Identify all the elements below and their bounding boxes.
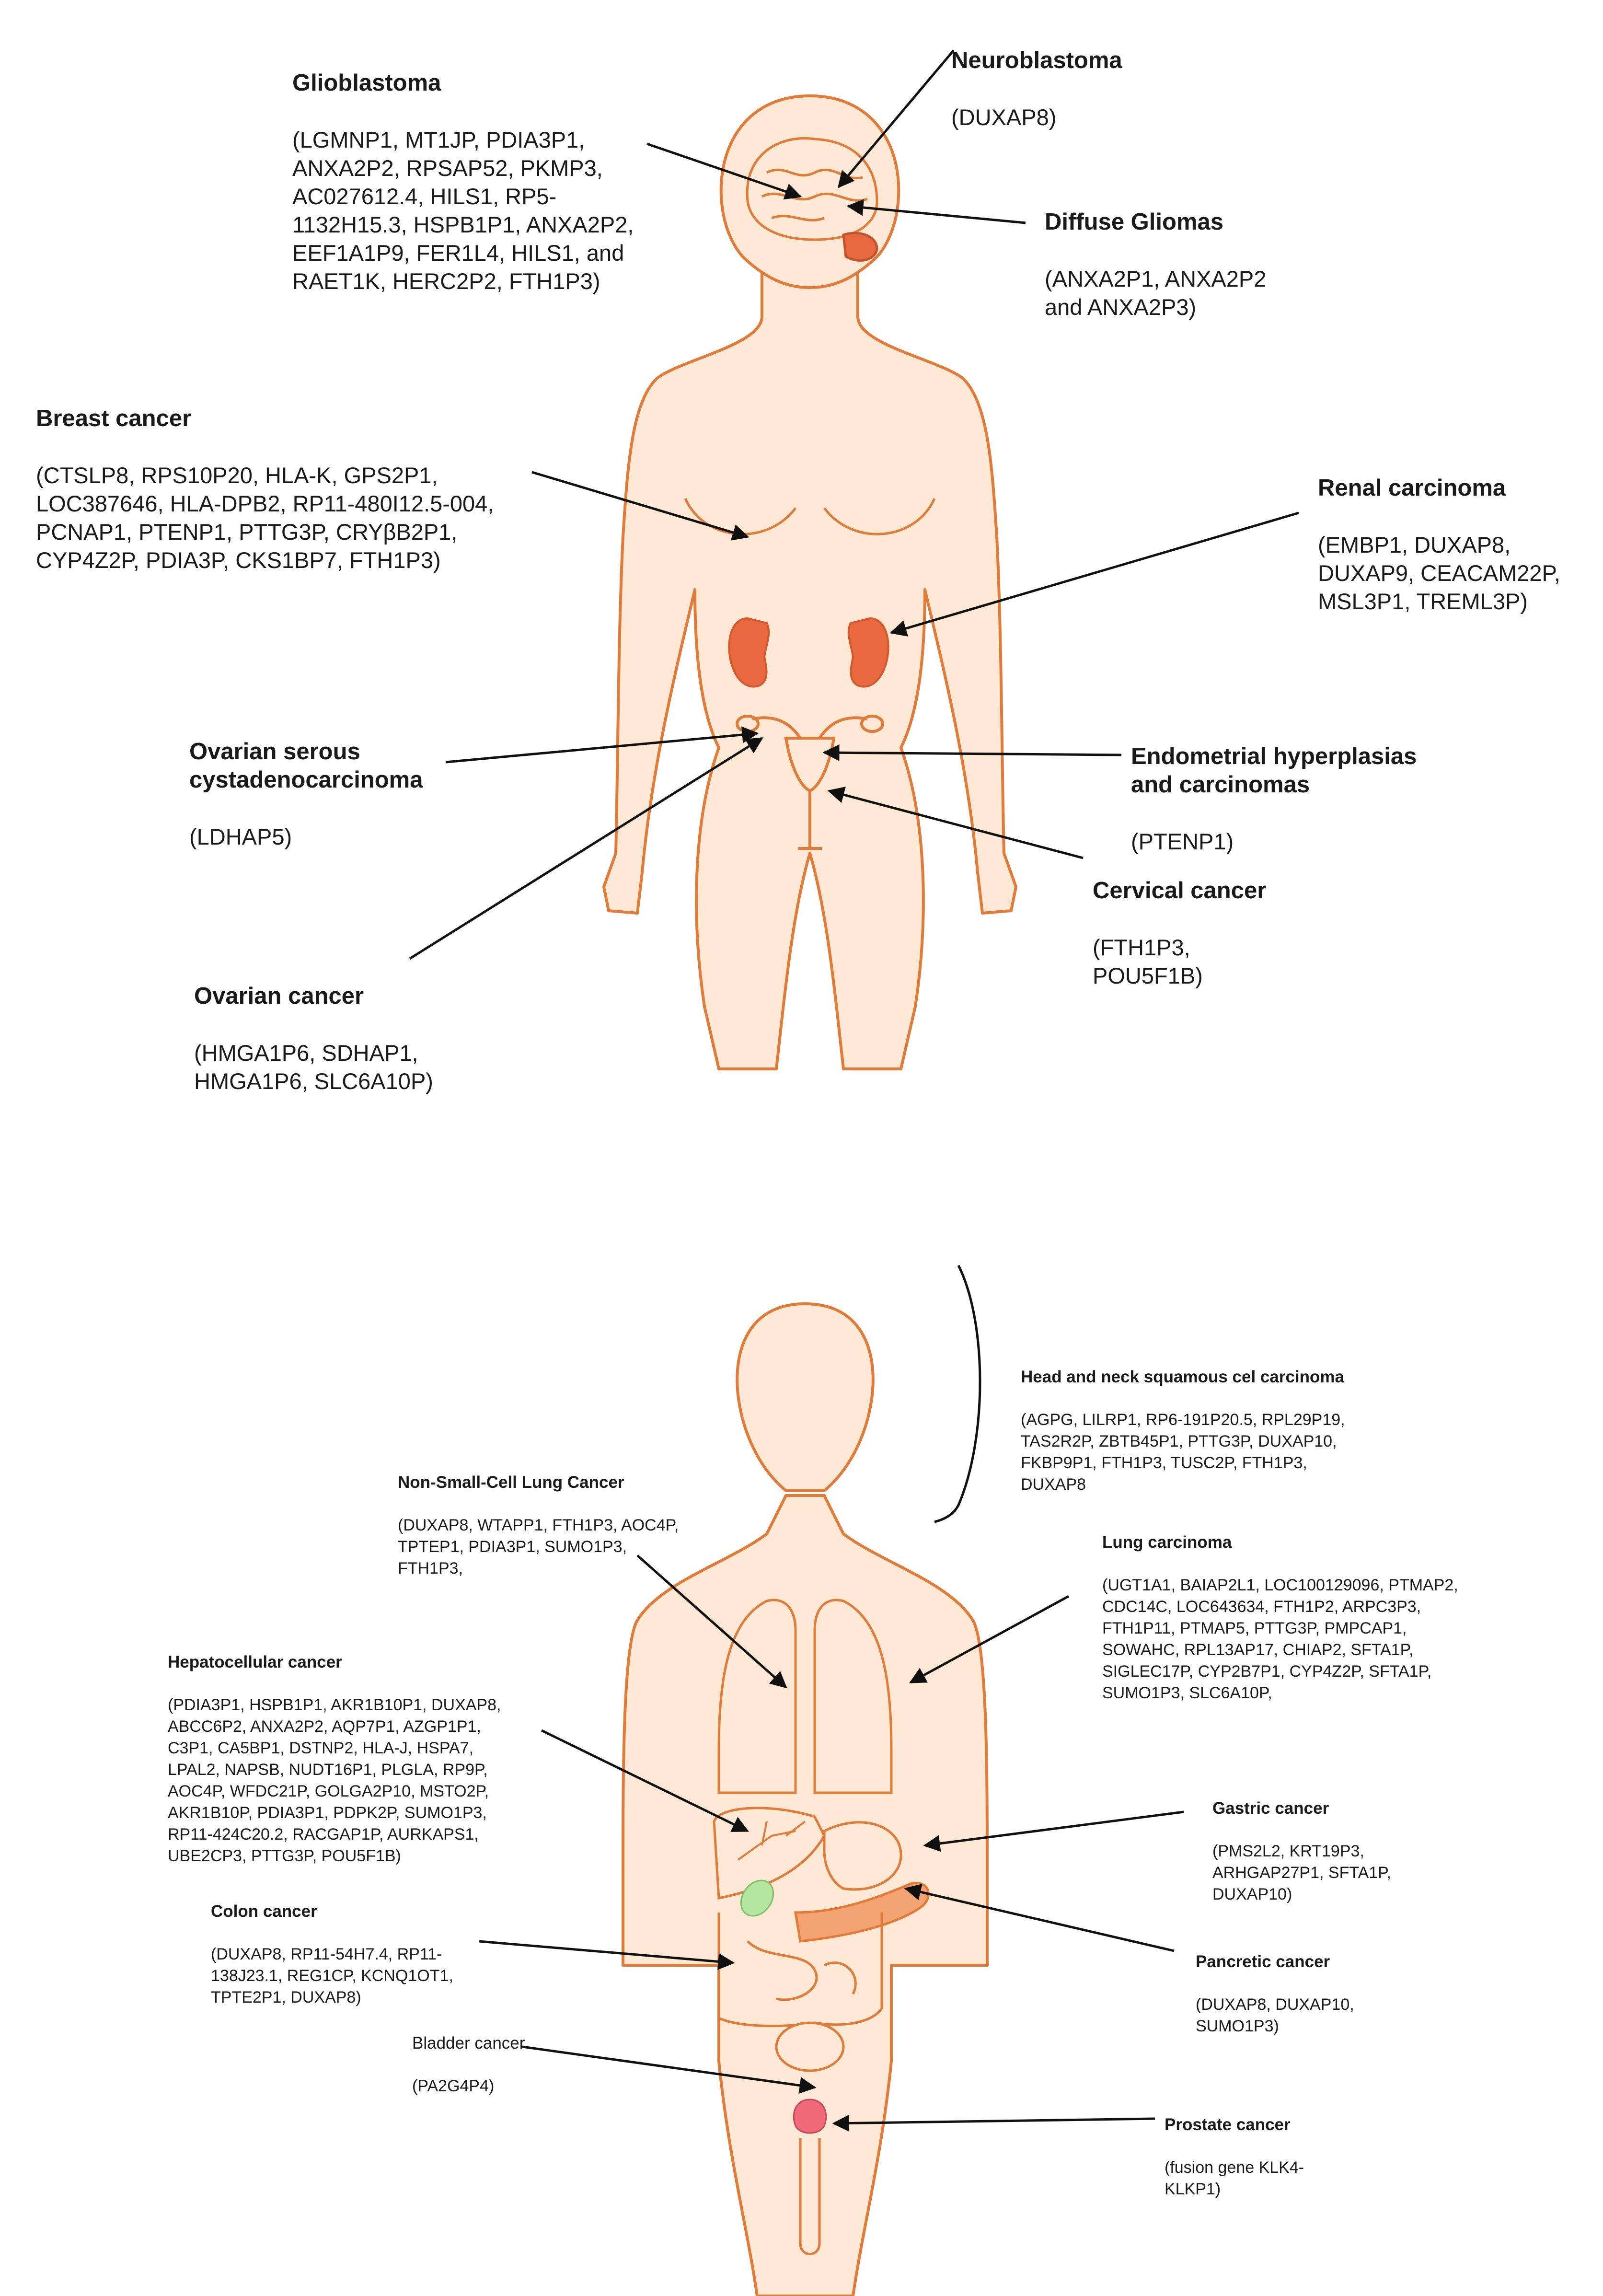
nsclc-genes: (DUXAP8, WTAPP1, FTH1P3, AOC4P, TPTEP1, … <box>398 1516 679 1577</box>
bladder-title: Bladder cancer <box>412 2034 525 2052</box>
arrow-breast-cancer <box>531 471 750 541</box>
breast-cancer-genes: (CTSLP8, RPS10P20, HLA-K, GPS2P1, LOC387… <box>36 463 494 573</box>
label-glioblastoma: Glioblastoma (LGMNP1, MT1JP, PDIA3P1, AN… <box>292 41 634 324</box>
endometrial-title: Endometrial hyperplasias and carcinomas <box>1131 743 1417 798</box>
male-bladder <box>775 2021 845 2072</box>
male-gallbladder <box>740 1879 774 1917</box>
cervical-cancer-genes: (FTH1P3, POU5F1B) <box>1093 935 1203 988</box>
cervical-cancer-title: Cervical cancer <box>1093 878 1267 904</box>
arrow-prostate <box>832 2115 1155 2132</box>
bladder-genes: (PA2G4P4) <box>412 2077 495 2095</box>
label-gastric: Gastric cancer (PMS2L2, KRT19P3, ARHGAP2… <box>1212 1776 1391 1927</box>
glioblastoma-genes: (LGMNP1, MT1JP, PDIA3P1, ANXA2P2, RPSAP5… <box>292 127 634 294</box>
arrow-hepatocellular <box>541 1729 750 1832</box>
arrow-colon <box>479 1940 735 1970</box>
arrow-endometrial <box>822 744 1122 761</box>
label-ovarian-serous: Ovarian serous cystadenocarcinoma (LDHAP… <box>189 709 423 879</box>
label-diffuse-gliomas: Diffuse Gliomas (ANXA2P1, ANXA2P2 and AN… <box>1045 180 1266 349</box>
nsclc-title: Non-Small-Cell Lung Cancer <box>398 1473 624 1492</box>
pancreatic-title: Pancretic cancer <box>1196 1952 1330 1971</box>
male-head-outline <box>736 1302 875 1492</box>
label-lung-carcinoma: Lung carcinoma (UGT1A1, BAIAP2L1, LOC100… <box>1102 1510 1458 1726</box>
head-neck-genes: (AGPG, LILRP1, RP6-191P20.5, RPL29P19, T… <box>1021 1411 1345 1494</box>
neuroblastoma-title: Neuroblastoma <box>951 47 1122 73</box>
liver-vessels <box>737 1821 806 1861</box>
colon-title: Colon cancer <box>211 1902 317 1921</box>
male-left-lung <box>717 1599 797 1794</box>
female-figure <box>602 94 1017 1070</box>
pointer-arrows <box>409 49 1299 2132</box>
male-prostate <box>793 2099 827 2134</box>
ovarian-serous-genes: (LDHAP5) <box>189 824 292 849</box>
diffuse-gliomas-title: Diffuse Gliomas <box>1045 209 1224 235</box>
renal-carcinoma-genes: (EMBP1, DUXAP8, DUXAP9, CEACAM22P, MSL3P… <box>1318 532 1560 614</box>
label-ovarian-cancer: Ovarian cancer (HMGA1P6, SDHAP1, HMGA1P6… <box>194 954 433 1124</box>
gastric-genes: (PMS2L2, KRT19P3, ARHGAP27P1, SFTA1P, DU… <box>1212 1842 1391 1903</box>
arrow-cervical <box>827 787 1084 859</box>
female-right-kidney <box>847 617 889 688</box>
renal-carcinoma-title: Renal carcinoma <box>1318 475 1506 501</box>
glioblastoma-title: Glioblastoma <box>292 70 441 96</box>
female-left-kidney <box>728 617 770 688</box>
arrow-glioblastoma <box>646 142 802 200</box>
label-head-neck: Head and neck squamous cel carcinoma (AG… <box>1021 1345 1345 1517</box>
label-pancreatic: Pancretic cancer (DUXAP8, DUXAP10, SUMO1… <box>1196 1929 1354 2059</box>
label-nsclc: Non-Small-Cell Lung Cancer (DUXAP8, WTAP… <box>398 1450 679 1601</box>
arrow-nsclc <box>636 1554 787 1689</box>
pancreatic-genes: (DUXAP8, DUXAP10, SUMO1P3) <box>1196 1995 1354 2035</box>
label-colon: Colon cancer (DUXAP8, RP11-54H7.4, RP11-… <box>211 1879 453 2030</box>
arrow-gastric <box>923 1810 1184 1852</box>
male-stomach <box>823 1821 902 1891</box>
prostate-genes: (fusion gene KLK4- KLKP1) <box>1165 2158 1304 2198</box>
arrow-bladder <box>522 2045 817 2094</box>
arrow-diffuse-gliomas <box>846 199 1026 224</box>
lung-carcinoma-title: Lung carcinoma <box>1102 1533 1232 1552</box>
arrow-ovarian-serous <box>445 726 759 764</box>
hepatocellular-genes: (PDIA3P1, HSPB1P1, AKR1B10P1, DUXAP8, AB… <box>168 1696 501 1865</box>
arrow-lung-carcinoma <box>909 1595 1070 1684</box>
colon-genes: (DUXAP8, RP11-54H7.4, RP11- 138J23.1, RE… <box>211 1945 453 2006</box>
arrow-neuroblastoma <box>837 49 955 188</box>
breast-cancer-title: Breast cancer <box>36 406 192 431</box>
male-genitals <box>799 2138 821 2255</box>
arrow-ovarian-cancer <box>409 737 763 960</box>
label-prostate: Prostate cancer (fusion gene KLK4- KLKP1… <box>1165 2092 1304 2222</box>
label-endometrial: Endometrial hyperplasias and carcinomas … <box>1131 714 1417 884</box>
male-body-outline <box>622 1494 989 2296</box>
neck-bracket <box>934 1264 981 1523</box>
ovarian-cancer-genes: (HMGA1P6, SDHAP1, HMGA1P6, SLC6A10P) <box>194 1040 433 1094</box>
prostate-title: Prostate cancer <box>1165 2115 1291 2134</box>
male-figure <box>622 1264 989 2296</box>
diffuse-gliomas-genes: (ANXA2P1, ANXA2P2 and ANXA2P3) <box>1045 266 1267 320</box>
hepatocellular-title: Hepatocellular cancer <box>168 1653 342 1671</box>
female-body-outline <box>602 267 1017 1070</box>
arrow-pancreatic <box>904 1884 1175 1952</box>
label-breast-cancer: Breast cancer (CTSLP8, RPS10P20, HLA-K, … <box>36 376 494 603</box>
ovarian-serous-title: Ovarian serous cystadenocarcinoma <box>189 739 423 793</box>
male-right-lung <box>813 1599 893 1794</box>
label-bladder: Bladder cancer (PA2G4P4) <box>412 2011 525 2119</box>
neuroblastoma-genes: (DUXAP8) <box>951 104 1057 130</box>
gastric-title: Gastric cancer <box>1212 1799 1329 1818</box>
head-neck-title: Head and neck squamous cel carcinoma <box>1021 1368 1344 1386</box>
endometrial-genes: (PTENP1) <box>1131 829 1234 854</box>
label-cervical-cancer: Cervical cancer (FTH1P3, POU5F1B) <box>1093 848 1266 1018</box>
arrow-renal-carcinoma <box>889 511 1299 637</box>
label-hepatocellular: Hepatocellular cancer (PDIA3P1, HSPB1P1,… <box>168 1630 501 1889</box>
female-brain <box>746 137 878 262</box>
ovarian-cancer-title: Ovarian cancer <box>194 983 364 1009</box>
label-neuroblastoma: Neuroblastoma (DUXAP8) <box>951 18 1122 160</box>
label-renal-carcinoma: Renal carcinoma (EMBP1, DUXAP8, DUXAP9, … <box>1318 446 1560 644</box>
lung-carcinoma-genes: (UGT1A1, BAIAP2L1, LOC100129096, PTMAP2,… <box>1102 1576 1458 1702</box>
